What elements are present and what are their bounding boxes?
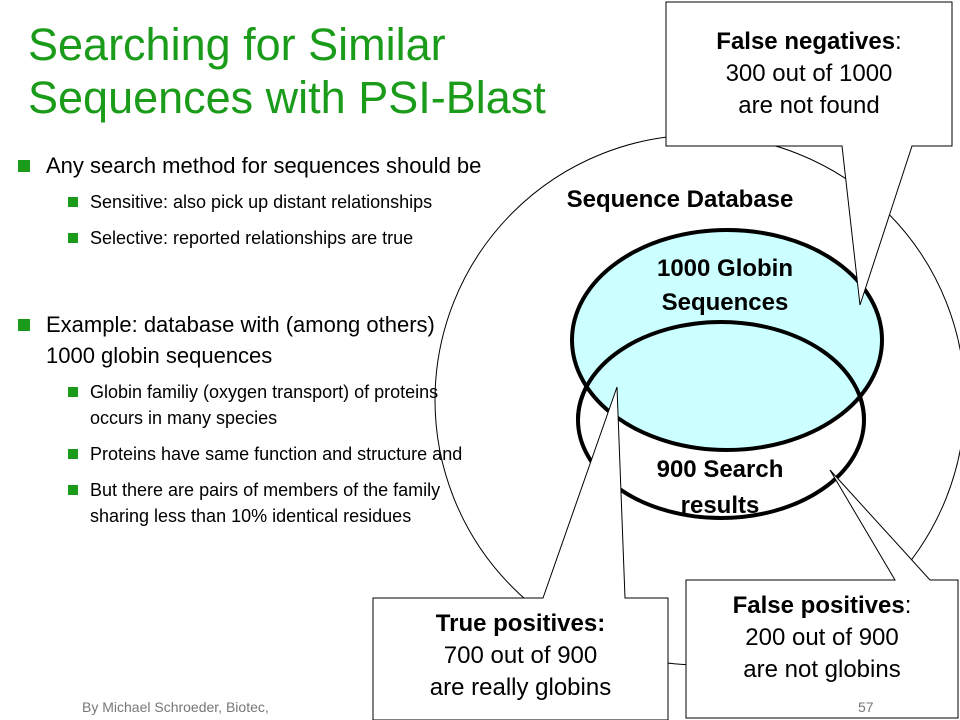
footer-author: By Michael Schroeder, Biotec, xyxy=(82,699,269,715)
sub-bullet-text: Proteins have same function and structur… xyxy=(90,444,463,464)
false-negatives-count: 300 out of 1000 xyxy=(725,60,893,87)
page-number: 57 xyxy=(858,699,874,715)
title-line-1: Searching for Similar xyxy=(28,19,446,70)
true-positives-title-bold: True positives: xyxy=(435,610,606,637)
search-label-line-1: 900 Search xyxy=(656,456,784,483)
true-positives-count: 700 out of 900 xyxy=(443,642,598,669)
sub-bullet-text: Sensitive: also pick up distant relation… xyxy=(90,192,433,212)
square-bullet-icon xyxy=(68,197,78,207)
false-positives-colon: : xyxy=(904,592,912,619)
database-label: Sequence Database xyxy=(566,186,794,213)
false-negatives-title: False negatives: xyxy=(666,26,952,58)
square-bullet-icon xyxy=(18,160,30,172)
square-bullet-icon xyxy=(68,233,78,243)
title-line-2: Sequences with PSI-Blast xyxy=(28,72,546,123)
true-positives-note: are really globins xyxy=(429,674,612,701)
bullet-item: Example: database with (among others) 10… xyxy=(16,309,486,371)
sub-bullet-text: But there are pairs of members of the fa… xyxy=(90,480,441,526)
sub-bullet-item: But there are pairs of members of the fa… xyxy=(16,477,486,529)
true-positives-title: True positives: xyxy=(373,608,668,640)
false-negatives-note: are not found xyxy=(738,92,880,119)
false-positives-title-bold: False positives xyxy=(732,592,905,619)
false-positives-count: 200 out of 900 xyxy=(745,624,899,651)
square-bullet-icon xyxy=(68,387,78,397)
globin-label: 1000 Globin Sequences xyxy=(600,252,850,320)
false-positives-callout: False positives: 200 out of 900 are not … xyxy=(686,590,958,686)
square-bullet-icon xyxy=(68,485,78,495)
false-negatives-callout-shape xyxy=(665,1,953,306)
globin-label-line-1: 1000 Globin xyxy=(656,255,794,282)
false-negatives-callout: False negatives: 300 out of 1000 are not… xyxy=(666,26,952,122)
sub-bullet-item: Selective: reported relationships are tr… xyxy=(16,225,486,251)
globin-label-line-2: Sequences xyxy=(661,289,789,316)
sub-bullet-text: Selective: reported relationships are tr… xyxy=(90,228,414,248)
slide-title: Searching for Similar Sequences with PSI… xyxy=(28,18,668,124)
sub-bullet-text: Globin familiy (oxygen transport) of pro… xyxy=(90,382,439,428)
sub-bullet-item: Globin familiy (oxygen transport) of pro… xyxy=(16,379,486,431)
search-results-outline xyxy=(576,320,866,421)
sub-bullet-item: Sensitive: also pick up distant relation… xyxy=(16,189,486,215)
bullet-text: Any search method for sequences should b… xyxy=(46,153,482,178)
false-negatives-title-bold: False negatives xyxy=(716,28,896,55)
true-positives-callout-shape xyxy=(372,386,669,720)
bullet-text: Example: database with (among others) 10… xyxy=(46,312,435,368)
false-positives-title: False positives: xyxy=(686,590,958,622)
bullet-item: Any search method for sequences should b… xyxy=(16,150,486,181)
square-bullet-icon xyxy=(18,319,30,331)
search-label-line-2: results xyxy=(680,492,760,519)
globin-ellipse xyxy=(570,228,884,452)
sub-bullet-item: Proteins have same function and structur… xyxy=(16,441,486,467)
square-bullet-icon xyxy=(68,449,78,459)
false-positives-note: are not globins xyxy=(743,656,901,683)
true-positives-callout: True positives: 700 out of 900 are reall… xyxy=(373,608,668,704)
false-positives-callout-shape xyxy=(685,469,959,719)
bullet-list: Any search method for sequences should b… xyxy=(16,150,486,539)
search-results-label: 900 Search results xyxy=(595,452,845,524)
false-negatives-colon: : xyxy=(895,28,902,55)
